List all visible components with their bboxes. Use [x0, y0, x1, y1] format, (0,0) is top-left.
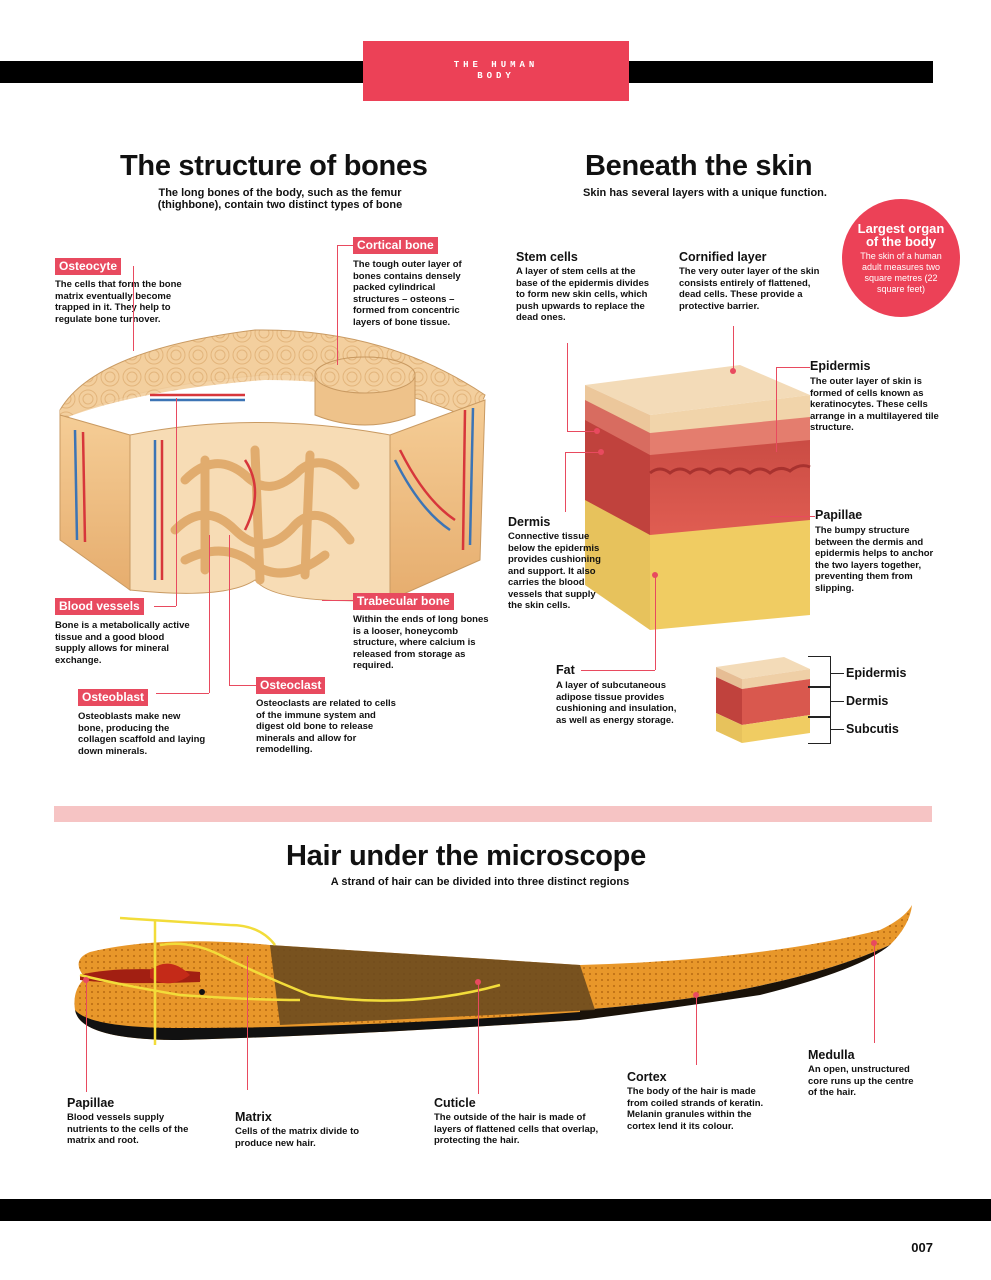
- papillae-hair-pointer: [86, 980, 87, 1092]
- organ-text: The skin of a human adult measures two s…: [860, 250, 942, 294]
- osteoblast-pointer-h: [156, 693, 209, 694]
- osteoblast-pointer-v: [209, 535, 210, 693]
- stem-pointer-h: [567, 431, 597, 432]
- osteoclast-pointer-v: [229, 535, 230, 685]
- cuticle-text: The outside of the hair is made of layer…: [434, 1112, 599, 1146]
- skin-subtitle: Skin has several layers with a unique fu…: [583, 187, 827, 199]
- papillae-skin-label: Papillae: [815, 508, 863, 522]
- cortical-pointer-h: [337, 245, 353, 246]
- fat-dot: [652, 572, 658, 578]
- fat-pointer-h: [581, 670, 655, 671]
- dermis-dot: [598, 449, 604, 455]
- section-divider: [54, 806, 932, 822]
- papillae-hair-text: Blood vessels supply nutrients to the ce…: [67, 1112, 189, 1146]
- cornified-layer-label: Cornified layer: [679, 250, 767, 264]
- stem-dot: [594, 428, 600, 434]
- cortical-bone-text: The tough outer layer of bones contains …: [353, 259, 462, 328]
- epidermis-text: The outer layer of skin is formed of cel…: [810, 376, 939, 433]
- skin-layers-mini: [716, 657, 810, 743]
- blood-vessels-tag: Blood vessels: [55, 598, 144, 615]
- dermis-label: Dermis: [508, 515, 551, 529]
- skin-title: Beneath the skin: [585, 150, 813, 182]
- medulla-dot: [871, 940, 877, 946]
- page-number: 007: [911, 1240, 933, 1255]
- bones-subtitle-line1: The long bones of the body, such as the …: [158, 187, 402, 199]
- bones-subtitle-line2: (thighbone), contain two distinct types …: [157, 199, 403, 211]
- hair-title: Hair under the microscope: [286, 840, 646, 872]
- fat-text: A layer of subcutaneous adipose tissue p…: [556, 680, 677, 726]
- layer-subcutis-label: Subcutis: [846, 722, 899, 736]
- dermis-tick: [830, 701, 844, 702]
- section-tag-line1: THE HUMAN: [453, 60, 539, 70]
- osteocyte-text: The cells that form the bone matrix even…: [55, 279, 182, 325]
- blood-vessels-text: Bone is a metabolically active tissue an…: [55, 620, 190, 666]
- subcutis-bracket: [808, 716, 831, 744]
- dermis-pointer-v: [565, 452, 566, 512]
- papillae-hair-dot: [83, 977, 89, 983]
- medulla-label: Medulla: [808, 1048, 855, 1062]
- cuticle-pointer: [478, 982, 479, 1094]
- fat-pointer-v: [655, 575, 656, 670]
- medulla-text: An open, unstructured core runs up the c…: [808, 1064, 914, 1098]
- cornified-layer-text: The very outer layer of the skin consist…: [679, 266, 820, 312]
- stem-cells-text: A layer of stem cells at the base of the…: [516, 266, 650, 323]
- section-tag-line2: BODY: [477, 71, 515, 81]
- stem-cells-label: Stem cells: [516, 250, 578, 264]
- organ-title-line2: of the body: [865, 233, 937, 249]
- dermis-bracket: [808, 686, 831, 718]
- hair-subtitle: A strand of hair can be divided into thr…: [330, 876, 630, 888]
- cuticle-label: Cuticle: [434, 1096, 476, 1110]
- medulla-pointer: [874, 943, 875, 1043]
- osteoblast-text: Osteoblasts make new bone, producing the…: [78, 711, 206, 757]
- osteoblast-tag: Osteoblast: [78, 689, 149, 706]
- cortex-pointer: [696, 995, 697, 1065]
- subcutis-tick: [830, 729, 844, 730]
- osteoclast-pointer-h: [229, 685, 256, 686]
- osteoclast-text: Osteoclasts are related to cells of the …: [256, 698, 396, 755]
- cornified-pointer: [733, 326, 734, 371]
- largest-organ-badge: Largest organ of the body The skin of a …: [842, 199, 960, 317]
- cortical-bone-tag: Cortical bone: [353, 237, 438, 254]
- bones-title: The structure of bones: [120, 150, 428, 182]
- bones-subtitle: The long bones of the body, such as the …: [110, 187, 450, 211]
- papillae-skin-pointer: [770, 516, 815, 517]
- papillae-hair-label: Papillae: [67, 1096, 115, 1110]
- section-tag: THE HUMAN BODY: [363, 41, 629, 101]
- matrix-label: Matrix: [235, 1110, 272, 1124]
- cortex-label: Cortex: [627, 1070, 667, 1084]
- cortex-dot: [693, 992, 699, 998]
- dermis-pointer-h: [565, 452, 601, 453]
- cortical-pointer-v: [337, 245, 338, 365]
- dermis-text: Connective tissue below the epidermis pr…: [508, 531, 601, 611]
- matrix-pointer: [247, 956, 248, 1090]
- epidermis-pointer-h: [776, 367, 810, 368]
- vessels-pointer-v: [176, 398, 177, 606]
- trabecular-pointer: [322, 600, 353, 601]
- hair-illustration: [74, 905, 912, 1045]
- epidermis-pointer-v: [776, 367, 777, 452]
- cornified-dot: [730, 368, 736, 374]
- layer-epidermis-label: Epidermis: [846, 666, 907, 680]
- osteocyte-tag: Osteocyte: [55, 258, 122, 275]
- matrix-text: Cells of the matrix divide to produce ne…: [235, 1126, 360, 1149]
- cortex-text: The body of the hair is made from coiled…: [627, 1086, 764, 1132]
- epidermis-bracket: [808, 656, 831, 688]
- epidermis-label: Epidermis: [810, 359, 871, 373]
- cuticle-dot: [475, 979, 481, 985]
- layer-dermis-label: Dermis: [846, 694, 889, 708]
- papillae-skin-text: The bumpy structure between the dermis a…: [815, 525, 934, 594]
- skin-illustration: [585, 365, 811, 630]
- vessels-pointer-h: [154, 606, 176, 607]
- osteocyte-pointer: [133, 266, 134, 351]
- epidermis-tick: [830, 673, 844, 674]
- bottom-bar: [0, 1199, 991, 1221]
- organ-title-line1: Largest organ: [857, 220, 945, 236]
- fat-label: Fat: [556, 663, 575, 677]
- trabecular-bone-text: Within the ends of long bones is a loose…: [353, 614, 489, 671]
- osteoclast-tag: Osteoclast: [256, 677, 326, 694]
- bone-illustration: [59, 329, 486, 602]
- stem-pointer-v: [567, 343, 568, 431]
- trabecular-bone-tag: Trabecular bone: [353, 593, 454, 610]
